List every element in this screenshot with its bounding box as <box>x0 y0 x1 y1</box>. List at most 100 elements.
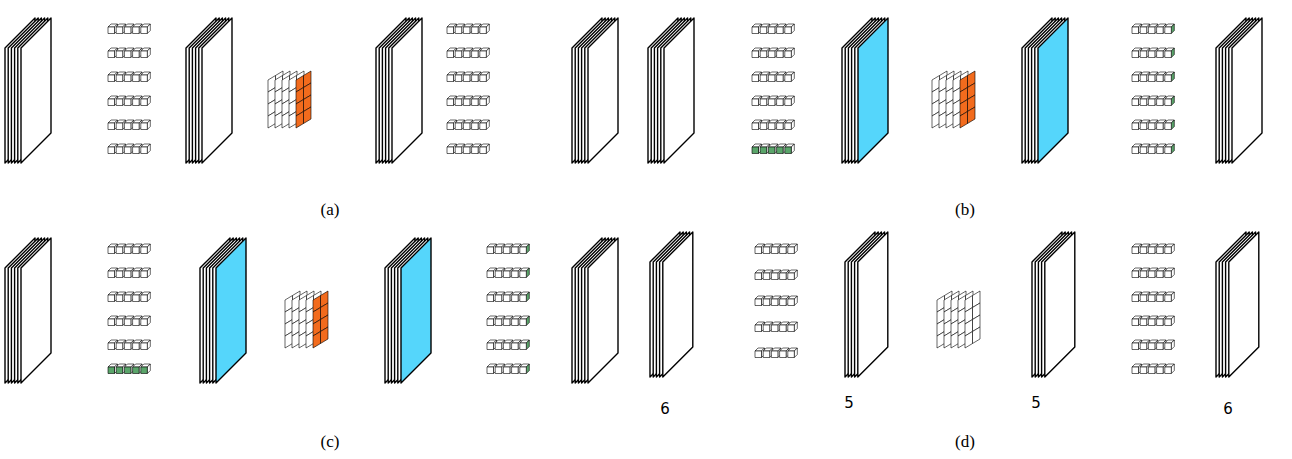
filter-cube-front <box>487 247 494 254</box>
filter-cube-front <box>133 271 140 278</box>
filter-cube-front <box>503 247 510 254</box>
filter-cube-side <box>486 72 489 82</box>
feature-map-plane <box>858 18 888 163</box>
feature-map-plane <box>216 238 246 383</box>
filter-cube-front <box>108 295 115 302</box>
filter-cube-front <box>1157 75 1164 82</box>
filter-cube-front <box>503 319 510 326</box>
filter-cube-front <box>780 325 787 332</box>
filter-cube-side <box>1171 24 1174 34</box>
filter-cube-side <box>486 120 489 130</box>
filter-cube-front <box>780 247 787 254</box>
filter-cube-front <box>760 75 767 82</box>
filter-cube-side <box>147 120 150 130</box>
filter-cube-front <box>1165 147 1172 154</box>
filter-cube-front <box>141 343 148 350</box>
filter-cube-front <box>108 27 115 34</box>
filter-cube-front <box>788 351 795 358</box>
filter-cube-front <box>777 147 784 154</box>
filter-cube-front <box>1132 123 1139 130</box>
filter-cube-front <box>780 351 787 358</box>
kernel-cell <box>321 327 329 344</box>
filter-cube-front <box>124 271 130 278</box>
filter-cube-side <box>1171 120 1174 130</box>
filter-cube-front <box>752 27 759 34</box>
filter-cube-side <box>147 268 150 278</box>
kernel-cell <box>292 332 300 349</box>
filter-cube-front <box>1140 51 1147 58</box>
filter-cube-front <box>463 27 470 34</box>
filter-cube-front <box>1148 147 1155 154</box>
filter-cube-front <box>752 51 759 58</box>
filter-cube-front <box>760 123 767 130</box>
filter-cube-front <box>133 295 140 302</box>
filter-cube-front <box>480 51 487 58</box>
filter-cube-front <box>495 343 502 350</box>
filter-cube-front <box>1140 367 1147 374</box>
filter-cube-front <box>752 75 759 82</box>
filter-cube-front <box>788 325 795 332</box>
filter-cube-front <box>785 123 792 130</box>
filter-cube-front <box>472 51 479 58</box>
kernel-cell <box>285 332 293 349</box>
filter-cube-front <box>455 27 462 34</box>
filter-cube-front <box>763 351 770 358</box>
filter-cube-front <box>1165 123 1172 130</box>
filter-cube-front <box>472 99 479 106</box>
filter-cube-front <box>487 271 494 278</box>
filter-cube-front <box>771 351 778 358</box>
feature-map-plane <box>401 238 431 383</box>
kernel-cell <box>306 332 314 349</box>
filter-cube-front <box>788 299 795 306</box>
filter-cube-side <box>486 24 489 34</box>
channel-count: 5 <box>844 394 854 412</box>
filter-cube-front <box>1140 147 1147 154</box>
filter-cube-front <box>463 99 470 106</box>
filter-cube-front <box>503 295 510 302</box>
filter-cube-front <box>1165 27 1172 34</box>
filter-cube-side <box>794 296 797 306</box>
filter-cube-front <box>1132 247 1139 254</box>
filter-cube-front <box>777 123 784 130</box>
filter-cube-front <box>455 75 462 82</box>
filter-cube-front <box>1148 247 1155 254</box>
filter-cube-front <box>1132 343 1139 350</box>
kernel-cell <box>965 332 973 349</box>
filter-cube-front <box>124 247 130 254</box>
filter-cube-front <box>472 27 479 34</box>
filter-cube-front <box>771 325 778 332</box>
filter-cube-side <box>791 72 794 82</box>
feature-map-plane <box>663 232 693 377</box>
filter-cube-front <box>512 319 518 326</box>
filter-cube-front <box>1148 271 1155 278</box>
filter-cube-front <box>1132 27 1139 34</box>
filter-cube-front <box>760 51 767 58</box>
channel-count: 5 <box>1031 394 1041 412</box>
filter-cube-front <box>480 75 487 82</box>
filter-cube-side <box>526 364 529 374</box>
kernel-cell <box>946 112 954 129</box>
subfigure-caption: (b) <box>955 200 975 220</box>
filter-cube-front <box>503 343 510 350</box>
filter-cube-front <box>108 247 115 254</box>
filter-cube-side <box>147 292 150 302</box>
filter-cube-front <box>495 367 502 374</box>
filter-cube-front <box>503 367 510 374</box>
filter-cube-front <box>763 247 770 254</box>
filter-cube-front <box>1132 99 1139 106</box>
filter-cube-front <box>1157 51 1164 58</box>
filter-cube-front <box>512 271 518 278</box>
filter-cube-side <box>791 144 794 154</box>
kernel-cell <box>289 112 297 129</box>
filter-cube-front <box>1132 271 1139 278</box>
feature-map-plane <box>21 238 51 383</box>
filter-cube-front <box>1140 123 1147 130</box>
kernel-cell <box>973 327 981 344</box>
filter-cube-front <box>1140 343 1147 350</box>
filter-cube-front <box>777 99 784 106</box>
filter-cube-front <box>495 295 502 302</box>
filter-cube-front <box>116 99 123 106</box>
filter-cube-front <box>760 99 767 106</box>
filter-cube-front <box>108 99 115 106</box>
filter-cube-front <box>788 273 795 280</box>
